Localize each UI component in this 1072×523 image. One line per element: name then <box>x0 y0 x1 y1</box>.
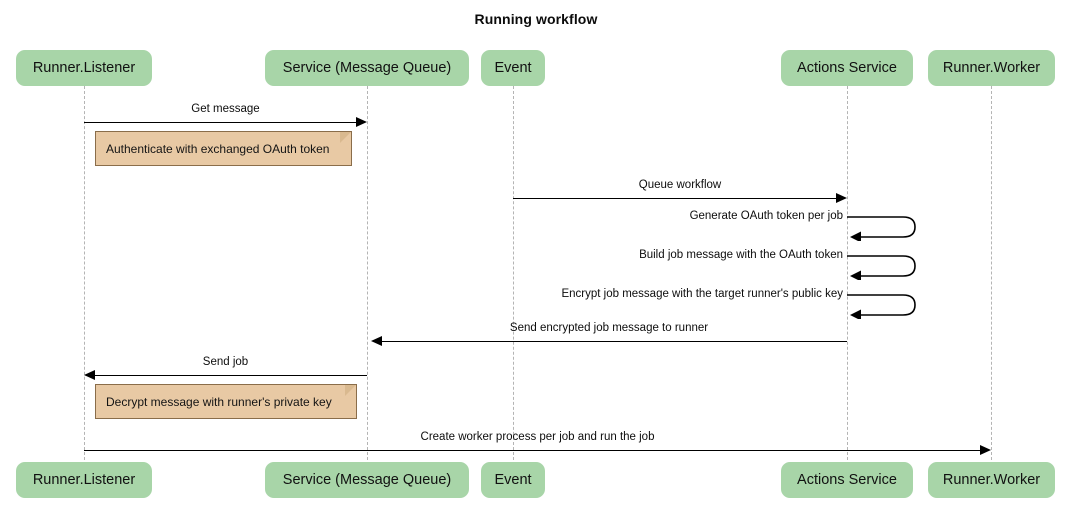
note-authenticate-oauth: Authenticate with exchanged OAuth token <box>95 131 352 166</box>
message-arrowhead-get-message <box>356 116 367 127</box>
message-line-get-message <box>84 122 356 123</box>
note-decrypt-private-key: Decrypt message with runner's private ke… <box>95 384 357 419</box>
lifeline-actions-service <box>847 86 848 460</box>
message-label-generate-oauth-token: Generate OAuth token per job <box>689 210 843 222</box>
note-fold-icon <box>345 385 356 396</box>
message-line-send-encrypted-job-message <box>382 341 847 342</box>
participant-actions-service-bottom[interactable]: Actions Service <box>781 462 913 498</box>
lifeline-runner-worker <box>991 86 992 460</box>
message-label-create-worker-process: Create worker process per job and run th… <box>420 431 655 443</box>
lifeline-service-mq <box>367 86 368 460</box>
self-message-generate-oauth-token <box>847 211 927 241</box>
message-label-send-encrypted-job-message: Send encrypted job message to runner <box>509 322 709 334</box>
message-arrowhead-create-worker-process <box>980 444 991 455</box>
message-line-send-job <box>95 375 367 376</box>
participant-event-bottom[interactable]: Event <box>481 462 545 498</box>
participant-runner-worker-bottom[interactable]: Runner.Worker <box>928 462 1055 498</box>
participant-runner-worker-top[interactable]: Runner.Worker <box>928 50 1055 86</box>
lifeline-event <box>513 86 514 460</box>
self-message-build-job-message <box>847 250 927 280</box>
message-label-queue-workflow: Queue workflow <box>638 179 722 191</box>
participant-actions-service-top[interactable]: Actions Service <box>781 50 913 86</box>
message-label-send-job: Send job <box>202 356 249 368</box>
message-line-queue-workflow <box>513 198 836 199</box>
participant-runner-listener-bottom[interactable]: Runner.Listener <box>16 462 152 498</box>
message-label-get-message: Get message <box>191 103 260 115</box>
participant-service-mq-bottom[interactable]: Service (Message Queue) <box>265 462 469 498</box>
note-text: Decrypt message with runner's private ke… <box>106 394 332 409</box>
message-arrowhead-send-job <box>84 369 95 380</box>
page-title: Running workflow <box>474 11 598 27</box>
participant-service-mq-top[interactable]: Service (Message Queue) <box>265 50 469 86</box>
note-text: Authenticate with exchanged OAuth token <box>106 141 330 156</box>
self-message-encrypt-job-message <box>847 289 927 319</box>
message-arrowhead-queue-workflow <box>836 192 847 203</box>
message-line-create-worker-process <box>84 450 980 451</box>
message-arrowhead-send-encrypted-job-message <box>371 335 382 346</box>
note-fold-icon <box>340 132 351 143</box>
message-label-build-job-message: Build job message with the OAuth token <box>639 249 843 261</box>
message-label-encrypt-job-message: Encrypt job message with the target runn… <box>561 288 843 300</box>
participant-runner-listener-top[interactable]: Runner.Listener <box>16 50 152 86</box>
lifeline-runner-listener <box>84 86 85 460</box>
participant-event-top[interactable]: Event <box>481 50 545 86</box>
